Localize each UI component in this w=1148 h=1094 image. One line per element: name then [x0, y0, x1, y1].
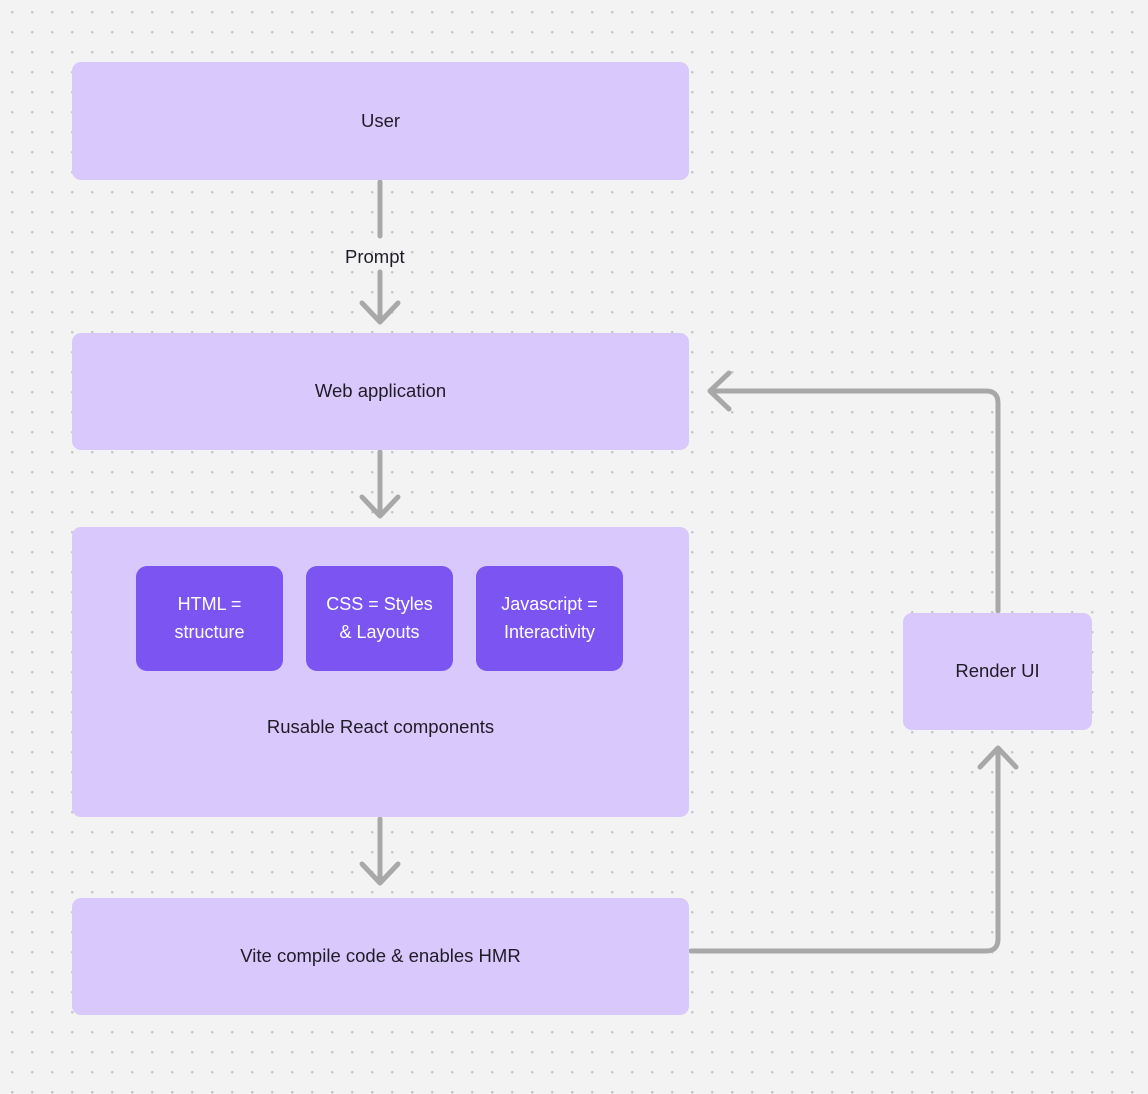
edge-render-to-webapp [707, 370, 1001, 614]
node-user-label: User [360, 109, 401, 131]
inner-node-row: HTML = structure CSS = Styles & Layouts … [72, 566, 689, 671]
node-css-label: CSS = Styles & Layouts [326, 593, 433, 642]
edge-webapp-to-components [359, 449, 401, 519]
node-react-components[interactable]: HTML = structure CSS = Styles & Layouts … [72, 527, 689, 817]
node-render-ui-label: Render UI [955, 660, 1040, 682]
node-vite-label: Vite compile code & enables HMR [240, 945, 521, 967]
node-javascript[interactable]: Javascript = Interactivity [476, 566, 623, 671]
node-javascript-label: Javascript = Interactivity [501, 593, 598, 642]
node-web-application-label: Web application [314, 380, 447, 402]
edge-vite-to-render [688, 745, 1019, 954]
edge-components-to-vite [359, 816, 401, 886]
node-react-components-caption: Rusable React components [266, 716, 495, 737]
edge-label-prompt: Prompt [345, 246, 405, 267]
node-web-application[interactable]: Web application [72, 333, 689, 450]
node-html-label: HTML = structure [174, 593, 245, 642]
node-html[interactable]: HTML = structure [136, 566, 283, 671]
node-user[interactable]: User [72, 62, 689, 180]
node-render-ui[interactable]: Render UI [903, 613, 1092, 730]
node-vite[interactable]: Vite compile code & enables HMR [72, 898, 689, 1015]
node-css[interactable]: CSS = Styles & Layouts [306, 566, 453, 671]
